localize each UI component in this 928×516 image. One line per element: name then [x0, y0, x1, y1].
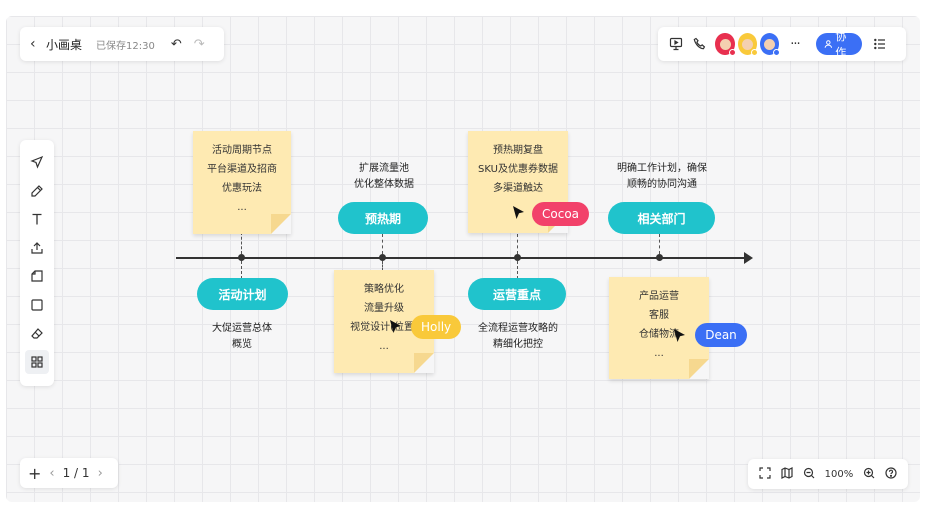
- note-line: SKU及优惠券数据: [478, 164, 558, 175]
- fullscreen-icon[interactable]: [759, 466, 771, 482]
- timeline-node: [238, 254, 245, 261]
- caption-line: 优化整体数据: [354, 179, 414, 190]
- upload-tool-icon[interactable]: [25, 236, 49, 260]
- next-page-icon[interactable]: ›: [97, 465, 103, 481]
- text-tool-icon[interactable]: [25, 207, 49, 231]
- note-line: 平台渠道及招商: [207, 164, 277, 175]
- timeline-axis: [176, 257, 746, 259]
- stage-pill-preheat[interactable]: 预热期: [338, 202, 428, 234]
- present-icon[interactable]: [668, 35, 684, 53]
- redo-icon[interactable]: ↷: [193, 36, 205, 52]
- cursor-label-holly: Holly: [411, 315, 462, 339]
- connector-line: [241, 232, 242, 254]
- zoom-out-icon[interactable]: [803, 467, 815, 482]
- document-header: ‹ 小画桌 已保存12:30 ↶ ↷: [20, 27, 224, 61]
- collaborate-button[interactable]: 协作: [815, 30, 863, 59]
- stage-pill-plan[interactable]: 活动计划: [197, 278, 288, 310]
- stage-caption[interactable]: 扩展流量池 优化整体数据: [332, 161, 436, 193]
- sticky-note[interactable]: 预热期复盘 SKU及优惠券数据 多渠道触达: [468, 131, 568, 233]
- stage-caption[interactable]: 全流程运营攻略的 精细化把控: [460, 321, 576, 353]
- whiteboard-canvas[interactable]: ‹ 小画桌 已保存12:30 ↶ ↷ ··· 协作: [6, 16, 920, 502]
- caption-line: 明确工作计划，确保: [617, 163, 707, 174]
- connector-line: [382, 261, 383, 271]
- pen-tool-icon[interactable]: [25, 179, 49, 203]
- collaborator-avatar[interactable]: [715, 33, 736, 56]
- stage-caption[interactable]: 明确工作计划，确保 顺畅的协同沟通: [604, 161, 720, 193]
- eraser-tool-icon[interactable]: [25, 322, 49, 346]
- note-line: ...: [379, 341, 389, 352]
- sticky-note[interactable]: 产品运营 客服 仓储物流 ...: [609, 277, 709, 379]
- timeline-node: [379, 254, 386, 261]
- zoom-controls: 100%: [748, 459, 908, 489]
- cursor-arrow-icon: [390, 320, 401, 333]
- stage-pill-departments[interactable]: 相关部门: [608, 202, 715, 234]
- collaboration-bar: ··· 协作: [658, 27, 906, 61]
- collaborate-label: 协作: [835, 30, 847, 59]
- outline-list-icon[interactable]: [872, 35, 888, 53]
- caption-line: 顺畅的协同沟通: [627, 179, 697, 190]
- connector-line: [241, 261, 242, 279]
- caption-line: 大促运营总体: [212, 323, 272, 334]
- cursor-arrow-icon: [513, 206, 524, 219]
- caption-line: 全流程运营攻略的: [478, 323, 558, 334]
- note-fold: [271, 214, 291, 234]
- timeline-node: [514, 254, 521, 261]
- note-line: 多渠道触达: [493, 183, 543, 194]
- connector-line: [517, 234, 518, 254]
- cursor-label-dean: Dean: [695, 323, 747, 347]
- note-fold: [689, 359, 709, 379]
- collaborator-avatar[interactable]: [759, 33, 781, 56]
- minimap-icon[interactable]: [781, 466, 793, 482]
- note-line: 预热期复盘: [493, 145, 543, 156]
- note-line: 产品运营: [639, 291, 679, 302]
- back-chevron-icon[interactable]: ‹: [30, 36, 36, 52]
- shape-tool-icon[interactable]: [25, 293, 49, 317]
- note-line: 策略优化: [364, 284, 404, 295]
- note-line: 活动周期节点: [212, 145, 272, 156]
- more-tools-grid-icon[interactable]: [25, 350, 49, 375]
- page-navigator: + ‹ 1 / 1 ›: [20, 458, 118, 488]
- phone-icon[interactable]: [692, 35, 708, 53]
- note-line: ...: [654, 348, 664, 359]
- note-line: 仓储物流: [639, 329, 679, 340]
- caption-line: 精细化把控: [493, 339, 543, 350]
- cursor-arrow-icon: [674, 329, 685, 342]
- stage-pill-focus[interactable]: 运营重点: [468, 278, 566, 310]
- connector-line: [659, 234, 660, 254]
- zoom-in-icon[interactable]: [863, 467, 875, 482]
- stage-caption[interactable]: 大促运营总体 概览: [192, 321, 292, 353]
- sticky-note[interactable]: 活动周期节点 平台渠道及招商 优惠玩法 ...: [193, 131, 291, 234]
- save-status: 已保存12:30: [96, 40, 155, 52]
- connector-line: [517, 261, 518, 279]
- note-line: 客服: [649, 310, 669, 321]
- prev-page-icon[interactable]: ‹: [49, 465, 55, 481]
- caption-line: 扩展流量池: [359, 163, 409, 174]
- undo-icon[interactable]: ↶: [170, 36, 182, 52]
- cursor-label-cocoa: Cocoa: [532, 202, 590, 226]
- more-collaborators-icon[interactable]: ···: [786, 34, 804, 54]
- zoom-level[interactable]: 100%: [824, 468, 854, 480]
- select-tool-icon[interactable]: [25, 150, 49, 174]
- sticky-note-tool-icon[interactable]: [25, 264, 49, 288]
- add-page-icon[interactable]: +: [28, 463, 42, 483]
- page-indicator: 1 / 1: [62, 466, 90, 480]
- note-line: 优惠玩法: [222, 183, 262, 194]
- note-line: 视觉设计(位置): [350, 322, 418, 333]
- document-title[interactable]: 小画桌: [46, 37, 83, 52]
- tool-palette: [20, 140, 54, 386]
- note-line: 流量升级: [364, 303, 404, 314]
- timeline-node: [656, 254, 663, 261]
- note-line: ...: [237, 202, 247, 213]
- person-icon: [824, 40, 832, 48]
- note-fold: [414, 353, 434, 373]
- collaborator-avatar[interactable]: [737, 33, 758, 56]
- caption-line: 概览: [232, 339, 252, 350]
- timeline-arrowhead: [744, 252, 753, 264]
- help-icon[interactable]: [885, 466, 897, 482]
- connector-line: [382, 234, 383, 254]
